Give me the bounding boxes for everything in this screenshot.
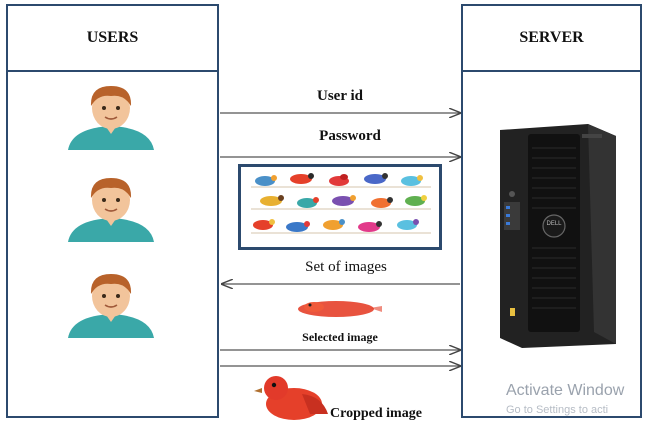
user-avatar-icon [68,86,154,150]
user-avatar-icon [68,274,154,338]
server-panel-title: SERVER [463,6,640,72]
selected-image-label: Selected image [302,330,378,344]
users-panel-title: USERS [8,6,217,72]
watermark-line-1: Activate Window [506,382,625,399]
activation-watermark: Activate Window Go to Settings to acti [506,382,624,416]
bird-collection-icon [251,173,431,234]
image-set-box [238,164,442,250]
set-of-images-label: Set of images [305,259,387,275]
server-brand-label: DELL [546,221,562,227]
red-bird-cropped-icon [254,376,328,420]
tower-server-icon [500,124,616,348]
user-id-label: User id [317,88,363,104]
cropped-image-label: Cropped image [330,406,422,421]
watermark-line-2: Go to Settings to acti [506,404,609,416]
red-bird-thumbnail-icon [298,301,382,317]
password-label: Password [319,128,381,144]
user-avatar-icon [68,178,154,242]
